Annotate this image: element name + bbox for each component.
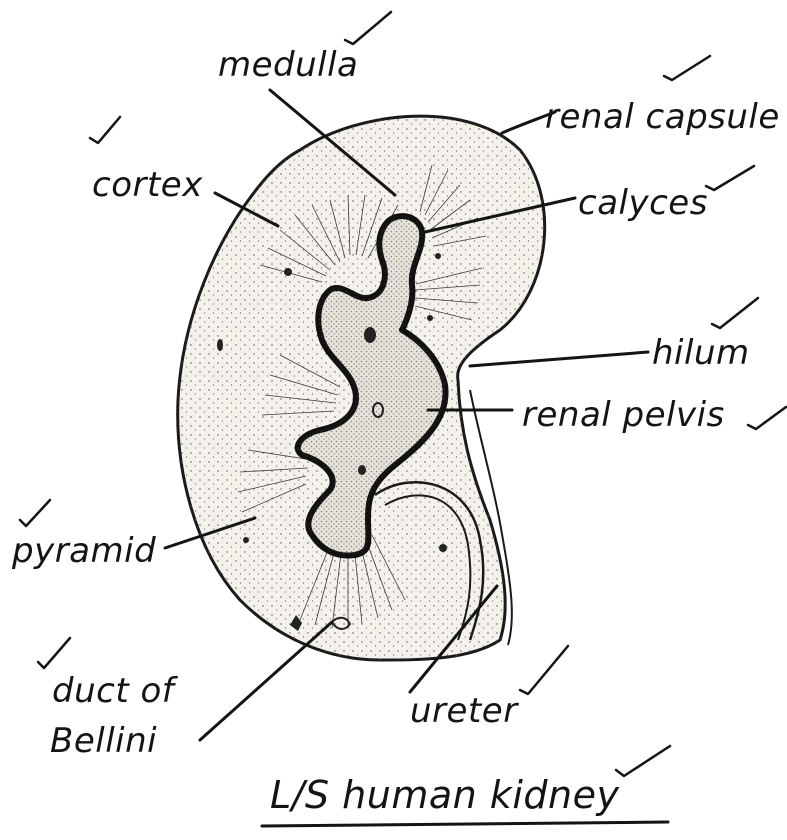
diagram-title: L/S human kidney: [270, 773, 619, 817]
check-mark-renal-capsule: [664, 56, 710, 80]
label-ureter: ureter: [410, 691, 519, 731]
leader-duct-of-bellini: [200, 622, 332, 740]
label-renal-capsule: renal capsule: [545, 97, 780, 137]
label-renal-pelvis: renal pelvis: [522, 395, 725, 435]
check-mark-pyramid: [20, 500, 50, 526]
check-mark-ureter: [520, 646, 568, 694]
kidney-section: [178, 116, 545, 660]
diagram-title-group: L/S human kidney: [262, 773, 668, 826]
check-mark-title: [616, 746, 670, 776]
title-underline: [262, 822, 668, 826]
check-mark-duct-of-bellini: [38, 638, 70, 668]
check-mark-calyces: [706, 166, 754, 190]
label-duct-of-bellini-line1: duct of: [52, 671, 179, 711]
leader-hilum: [470, 352, 648, 366]
label-hilum: hilum: [652, 333, 750, 373]
label-cortex: cortex: [92, 165, 203, 205]
label-pyramid: pyramid: [11, 531, 156, 571]
label-duct-of-bellini-line2: Bellini: [50, 721, 157, 761]
check-mark-medulla: [345, 12, 391, 44]
check-mark-hilum: [712, 298, 758, 328]
check-mark-cortex: [90, 117, 120, 143]
check-mark-renal-pelvis: [748, 407, 786, 429]
label-calyces: calyces: [578, 183, 708, 223]
label-medulla: medulla: [218, 45, 358, 85]
